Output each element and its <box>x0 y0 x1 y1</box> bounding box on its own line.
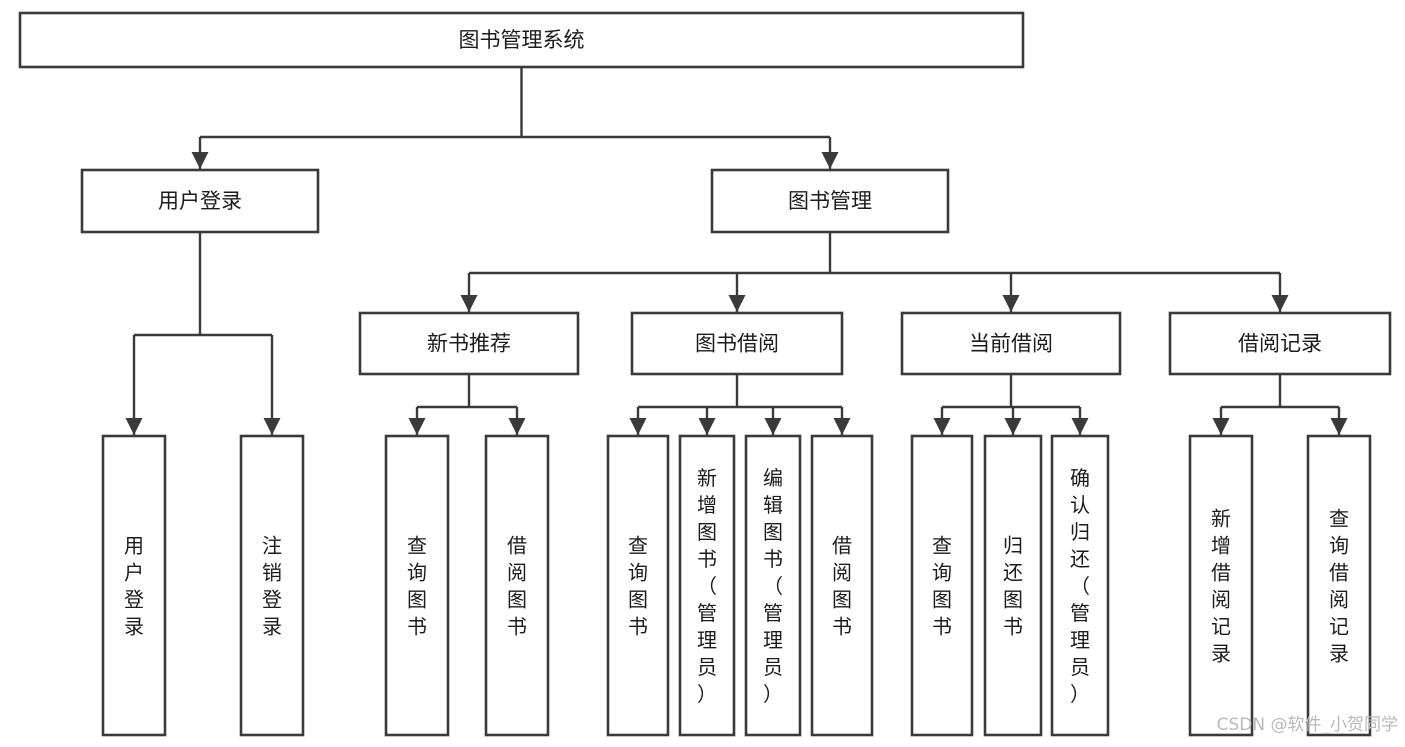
node-label: 当前借阅 <box>969 332 1053 356</box>
node-label: 新增借阅记录 <box>1211 507 1231 666</box>
node-rect <box>630 311 844 376</box>
arrow-head-icon <box>833 418 851 435</box>
node-label: 查询图书 <box>932 534 952 639</box>
node-rect <box>900 311 1122 376</box>
node-leaf-confirm-return[interactable]: 确认归还（管理员） <box>1050 434 1110 737</box>
node-leaf-return-book[interactable]: 归还图书 <box>983 434 1043 737</box>
node-rect <box>744 434 802 737</box>
node-label: 注销登录 <box>262 534 282 639</box>
node-label: 用户登录 <box>124 534 144 639</box>
arrow-head-icon <box>263 418 281 435</box>
node-leaf-query-book-2[interactable]: 查询图书 <box>606 434 670 737</box>
node-book-borrowing[interactable]: 图书借阅 <box>630 311 844 376</box>
node-rect <box>80 168 320 234</box>
node-label: 借阅记录 <box>1238 332 1322 356</box>
node-rect <box>358 311 580 376</box>
arrow-head-icon <box>1004 418 1022 435</box>
node-leaf-query-book-3[interactable]: 查询图书 <box>910 434 974 737</box>
arrow-head-icon <box>728 295 746 312</box>
node-label: 用户登录 <box>158 189 242 213</box>
arrow-head-icon <box>1271 295 1289 312</box>
node-label: 查询借阅记录 <box>1329 507 1349 666</box>
node-rect <box>710 168 950 234</box>
arrow-head-icon <box>764 418 782 435</box>
node-leaf-add-record[interactable]: 新增借阅记录 <box>1188 434 1254 737</box>
node-new-book-recommend[interactable]: 新书推荐 <box>358 311 580 376</box>
node-leaf-add-book[interactable]: 新增图书（管理员） <box>678 434 736 737</box>
node-rect <box>101 434 167 737</box>
arrow-head-icon <box>1002 295 1020 312</box>
arrow-head-icon <box>408 418 426 435</box>
node-label: 编辑图书（管理员） <box>763 466 783 706</box>
arrow-head-icon <box>821 152 839 169</box>
arrow-head-icon <box>191 152 209 169</box>
node-label: 查询图书 <box>628 534 648 639</box>
arrow-head-icon <box>629 418 647 435</box>
arrow-head-icon <box>698 418 716 435</box>
node-label: 确认归还（管理员） <box>1070 466 1090 706</box>
node-leaf-user-login[interactable]: 用户登录 <box>101 434 167 737</box>
arrow-head-icon <box>1071 418 1089 435</box>
node-leaf-borrow-book-1[interactable]: 借阅图书 <box>484 434 550 737</box>
node-leaf-edit-book[interactable]: 编辑图书（管理员） <box>744 434 802 737</box>
node-rect <box>484 434 550 737</box>
arrow-head-icon <box>508 418 526 435</box>
node-book-management[interactable]: 图书管理 <box>710 168 950 234</box>
node-label: 图书借阅 <box>695 332 779 356</box>
csdn-watermark: CSDN @软件_小贺同学 <box>1217 715 1398 735</box>
node-rect <box>1050 434 1110 737</box>
node-rect <box>384 434 450 737</box>
node-rect <box>1168 311 1392 376</box>
node-label: 图书管理系统 <box>459 28 585 52</box>
node-root[interactable]: 图书管理系统 <box>18 11 1025 69</box>
node-rect <box>810 434 874 737</box>
arrow-head-icon <box>1330 418 1348 435</box>
node-label: 新书推荐 <box>427 332 511 356</box>
node-rect <box>678 434 736 737</box>
node-leaf-query-record[interactable]: 查询借阅记录 <box>1306 434 1372 737</box>
arrow-head-icon <box>125 418 143 435</box>
node-leaf-query-book-1[interactable]: 查询图书 <box>384 434 450 737</box>
arrow-head-icon <box>460 295 478 312</box>
node-borrow-records[interactable]: 借阅记录 <box>1168 311 1392 376</box>
node-label: 查询图书 <box>407 534 427 639</box>
nodes-layer: 图书管理系统用户登录用户登录注销登录图书管理新书推荐查询图书借阅图书图书借阅查询… <box>18 11 1392 737</box>
connectors-layer <box>125 67 1348 435</box>
node-leaf-user-logout[interactable]: 注销登录 <box>239 434 305 737</box>
node-rect <box>606 434 670 737</box>
node-label: 新增图书（管理员） <box>697 466 717 706</box>
node-rect <box>239 434 305 737</box>
node-leaf-borrow-book-2[interactable]: 借阅图书 <box>810 434 874 737</box>
node-rect <box>1306 434 1372 737</box>
node-current-borrowing[interactable]: 当前借阅 <box>900 311 1122 376</box>
node-rect <box>983 434 1043 737</box>
node-rect <box>18 11 1025 69</box>
node-label: 借阅图书 <box>507 534 527 639</box>
arrow-head-icon <box>933 418 951 435</box>
node-label: 图书管理 <box>788 189 872 213</box>
node-rect <box>1188 434 1254 737</box>
node-rect <box>910 434 974 737</box>
node-label: 借阅图书 <box>832 534 852 639</box>
node-label: 归还图书 <box>1003 534 1023 639</box>
arrow-head-icon <box>1212 418 1230 435</box>
node-user-login[interactable]: 用户登录 <box>80 168 320 234</box>
